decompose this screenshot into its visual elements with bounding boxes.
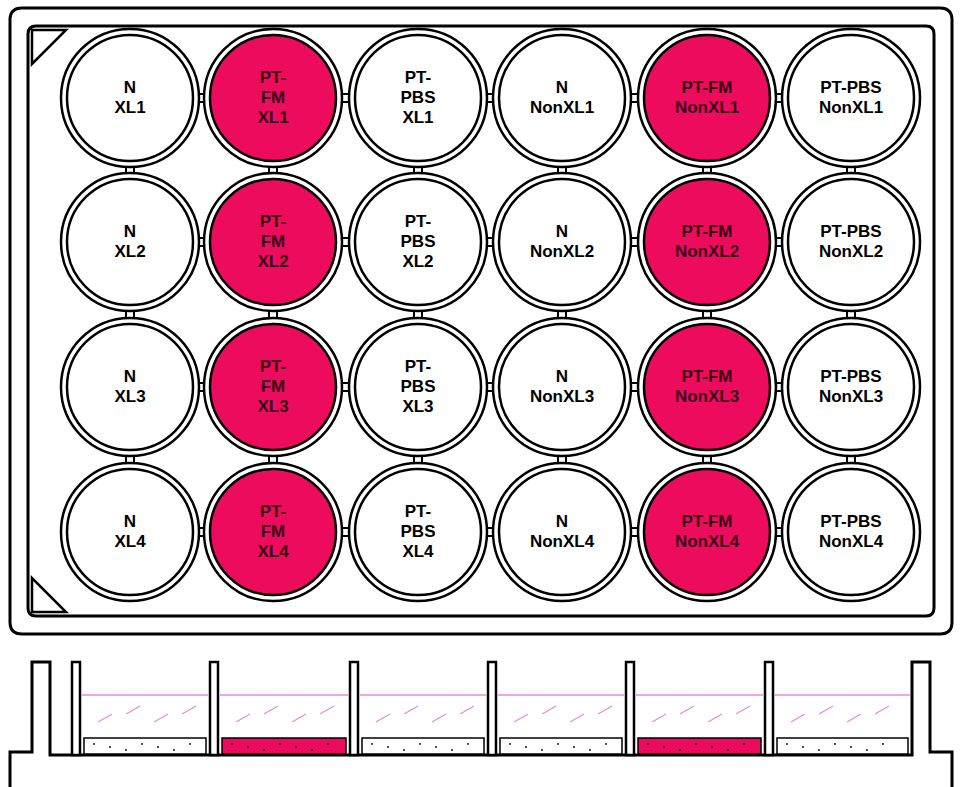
well-label: PT-FM NonXL1 <box>675 78 739 118</box>
well-label: PT-PBS XL3 <box>401 357 436 417</box>
well-circle: N XL4 <box>57 459 203 605</box>
well-label: PT-PBS NonXL4 <box>819 512 883 552</box>
well-circle: N XL3 <box>57 314 203 460</box>
well-circle: PT-FM NonXL4 <box>634 459 780 605</box>
well-circle: PT-FM XL2 <box>200 169 346 315</box>
well-label: N XL1 <box>114 78 145 118</box>
well-label: PT-FM XL2 <box>257 212 288 272</box>
well-circle: PT-PBS XL1 <box>345 25 491 171</box>
well-circle: N XL2 <box>57 169 203 315</box>
well-label: PT-PBS NonXL3 <box>819 367 883 407</box>
well-circle: PT-FM NonXL3 <box>634 314 780 460</box>
well-circle: PT-PBS XL2 <box>345 169 491 315</box>
well-label: N XL2 <box>114 222 145 262</box>
plate-outer <box>10 8 952 634</box>
well-circle: PT-FM NonXL2 <box>634 169 780 315</box>
well-circle: N NonXL3 <box>489 314 635 460</box>
well-circle: PT-PBS NonXL3 <box>778 314 924 460</box>
well-label: N XL4 <box>114 512 145 552</box>
corner-notch <box>32 578 66 612</box>
well-circle: PT-PBS XL4 <box>345 459 491 605</box>
well-label: PT-PBS XL2 <box>401 212 436 272</box>
well-label: N NonXL3 <box>530 367 594 407</box>
well-bridges <box>126 94 855 536</box>
well-circle: PT-FM XL3 <box>200 314 346 460</box>
corner-notch <box>32 30 66 64</box>
well-label: PT-FM NonXL4 <box>675 512 739 552</box>
well-label: N NonXL2 <box>530 222 594 262</box>
side-view <box>10 662 952 787</box>
well-label: PT-FM NonXL3 <box>675 367 739 407</box>
well-label: PT-FM XL1 <box>257 68 288 128</box>
well-label: N NonXL4 <box>530 512 594 552</box>
well-circle: N XL1 <box>57 25 203 171</box>
well-circle: N NonXL4 <box>489 459 635 605</box>
well-label: PT-PBS XL1 <box>401 68 436 128</box>
well-circle: N NonXL2 <box>489 169 635 315</box>
well-label: PT-FM NonXL2 <box>675 222 739 262</box>
well-label: PT-PBS NonXL2 <box>819 222 883 262</box>
well-circle: N NonXL1 <box>489 25 635 171</box>
well-circle: PT-FM XL4 <box>200 459 346 605</box>
well-circle: PT-FM XL1 <box>200 25 346 171</box>
well-circle: PT-PBS NonXL2 <box>778 169 924 315</box>
plate-inner <box>28 26 934 616</box>
well-circle: PT-FM NonXL1 <box>634 25 780 171</box>
well-label: PT-FM XL3 <box>257 357 288 417</box>
well-label: PT-PBS NonXL1 <box>819 78 883 118</box>
well-label: N NonXL1 <box>530 78 594 118</box>
well-label: PT-PBS XL4 <box>401 502 436 562</box>
well-circle: PT-PBS NonXL1 <box>778 25 924 171</box>
well-label: N XL3 <box>114 367 145 407</box>
well-label: PT-FM XL4 <box>257 502 288 562</box>
well-circle: PT-PBS NonXL4 <box>778 459 924 605</box>
well-circle: PT-PBS XL3 <box>345 314 491 460</box>
